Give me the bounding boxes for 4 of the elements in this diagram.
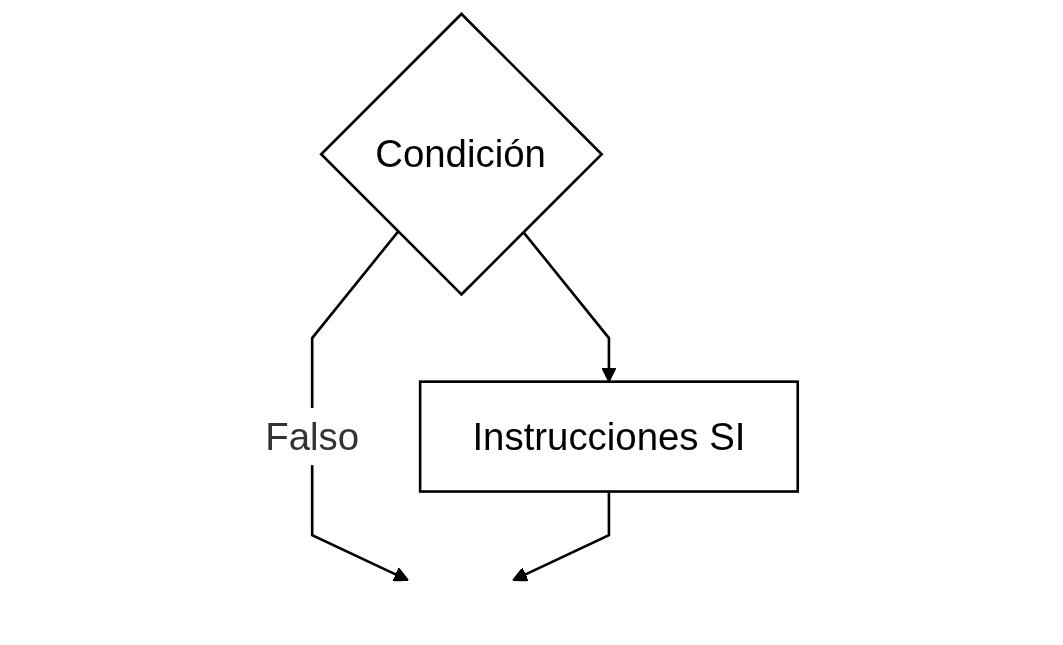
edge-label: Falso xyxy=(265,414,360,459)
node-box: Instrucciones SI xyxy=(418,380,800,493)
arrow xyxy=(512,491,611,582)
node-diamond: Condición xyxy=(319,12,604,297)
